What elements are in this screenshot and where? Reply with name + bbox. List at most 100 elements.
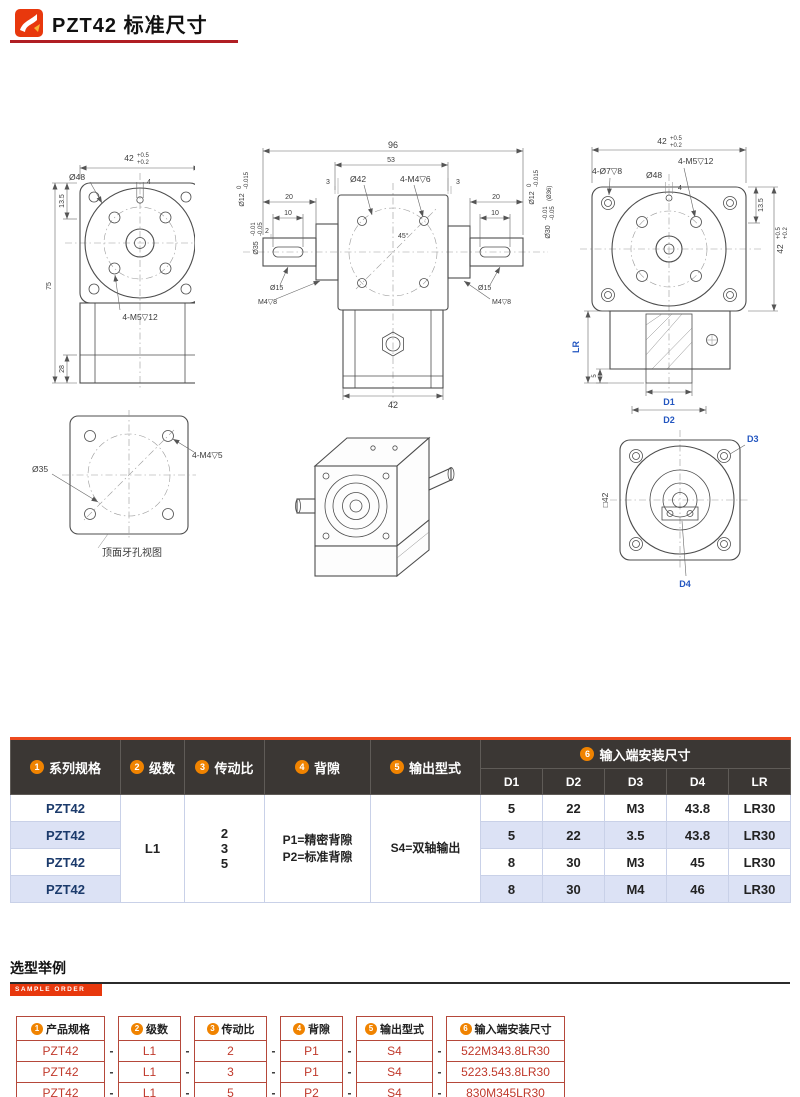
sample-header-label: 输入端安装尺寸 [474,1023,552,1036]
dash-separator: - [437,1065,442,1079]
dim-width-42: 42 [657,136,667,146]
cell-lr: LR30 [728,821,791,849]
svg-text:0: 0 [237,185,243,189]
dim-53: 53 [387,157,395,164]
cell-lr: LR30 [728,848,791,876]
sample-cell: P1 [280,1061,343,1083]
badge-6: 6 [580,747,595,761]
dim-width-42-tol-upper: +0.5 [137,153,150,159]
dim-lr: LR [571,341,581,353]
col-header-stage: 2 级数 [120,738,185,795]
ratio-option: 5 [220,856,229,871]
sample-cell: 5 [194,1082,267,1097]
label-shaft-d12-left: Ø12 0 -0.015 [237,171,250,206]
sample-cell: 5223.543.8LR30 [446,1061,565,1083]
dim-2-left: 2 [265,228,269,235]
sample-row: PZT42 - L1 - 2 - P1 - S4 - 522M343.8LR30 [16,1040,565,1062]
svg-text:Ø35: Ø35 [253,241,260,254]
svg-text:+0.5: +0.5 [670,136,683,142]
sample-cell: P1 [280,1040,343,1062]
label-shaft-d12-right: Ø12 0 -0.015 [527,169,540,204]
sample-order-titlebar: 选型举例 [10,958,790,984]
sample-header-label: 传动比 [221,1023,255,1036]
sample-cell: PZT42 [16,1082,105,1097]
dim-height-42: 42 +0.5 +0.2 [775,226,789,253]
sample-cell: L1 [118,1061,181,1083]
label-holes-4m4: 4-M4▽6 [400,174,431,184]
sample-row: PZT42 - L1 - 3 - P1 - S4 - 5223.543.8LR3… [16,1061,565,1083]
sample-cell: L1 [118,1040,181,1062]
dim-10-right: 10 [491,210,499,217]
col-header-backlash-label: 背隙 [313,760,340,776]
col-header-ratio-label: 传动比 [214,760,254,776]
spacer [343,1017,357,1041]
cell-d1: 5 [480,821,543,849]
dim-4: 4 [147,179,151,186]
badge-4: 4 [293,1022,305,1035]
cell-d1: 8 [480,875,543,903]
sample-header-label: 背隙 [308,1023,330,1036]
drawing-center-view: 45° 96 53 3 3 Ø42 4-M4▽6 20 [237,140,556,410]
label-tap-m4-left: M4▽8 [258,299,277,306]
spacer [267,1017,281,1041]
dash-separator: - [109,1086,114,1097]
cell-series: PZT42 [10,848,121,876]
badge-2: 2 [131,1022,143,1035]
sample-row: PZT42 - L1 - 5 - P2 - S4 - 830M345LR30 [16,1082,565,1097]
sample-cell: S4 [356,1061,433,1083]
dash-separator: - [185,1086,190,1097]
sample-order-title: 选型举例 [10,960,66,976]
cell-d1: 5 [480,794,543,822]
cell-series: PZT42 [10,821,121,849]
sample-cell: P2 [280,1082,343,1097]
cell-d2: 30 [542,848,605,876]
dim-5: 5 [592,374,598,378]
table-row: PZT42 L1 2 3 5 P1=精密背隙 P2=标准背隙 S4=双轴输出 5… [10,794,791,903]
dash-separator: - [347,1086,352,1097]
badge-5: 5 [389,760,404,774]
sample-order-banner: SAMPLE ORDER [10,984,102,996]
svg-text:-0.01: -0.01 [543,206,549,220]
svg-text:0: 0 [527,183,533,187]
badge-1: 1 [31,1022,43,1035]
page-title: PZT42 标准尺寸 [52,14,208,37]
dash-separator: - [437,1086,442,1097]
cell-output: S4=双轴输出 [370,794,481,903]
dim-4: 4 [678,185,682,192]
dash-separator: - [271,1086,276,1097]
spacer [433,1017,447,1041]
table-row: PZT42 8 30 M3 45 LR30 [10,848,791,876]
table-row: PZT42 8 30 M4 46 LR30 [10,875,791,903]
dim-96: 96 [388,140,398,150]
col-header-mounting-label: 输入端安装尺寸 [599,747,691,763]
badge-2: 2 [129,760,144,774]
dim-angle-45: 45° [398,232,409,240]
svg-text:-0.01: -0.01 [251,222,257,236]
dim-square-42: □42 [600,492,610,507]
drawing-top-face-view: Ø35 4-M4▽5 顶面牙孔视图 [32,410,223,559]
cell-d3: 3.5 [604,821,667,849]
label-d3: D3 [747,434,759,444]
sample-header-label: 级数 [146,1023,168,1036]
dim-20-left: 20 [285,194,293,201]
sub-header-d2: D2 [542,768,605,795]
label-tap-m4-right: M4▽8 [492,299,511,306]
dash-separator: - [271,1044,276,1058]
dim-base-42: 42 [388,400,398,410]
label-d4: D4 [679,579,691,589]
dim-height-75: 75 [46,282,53,290]
svg-text:+0.5: +0.5 [776,226,782,239]
dash-separator: - [109,1044,114,1058]
label-mount-holes-4m5: 4-M5▽12 [678,156,714,166]
sample-cell: PZT42 [16,1040,105,1062]
col-header-stage-label: 级数 [148,760,175,776]
